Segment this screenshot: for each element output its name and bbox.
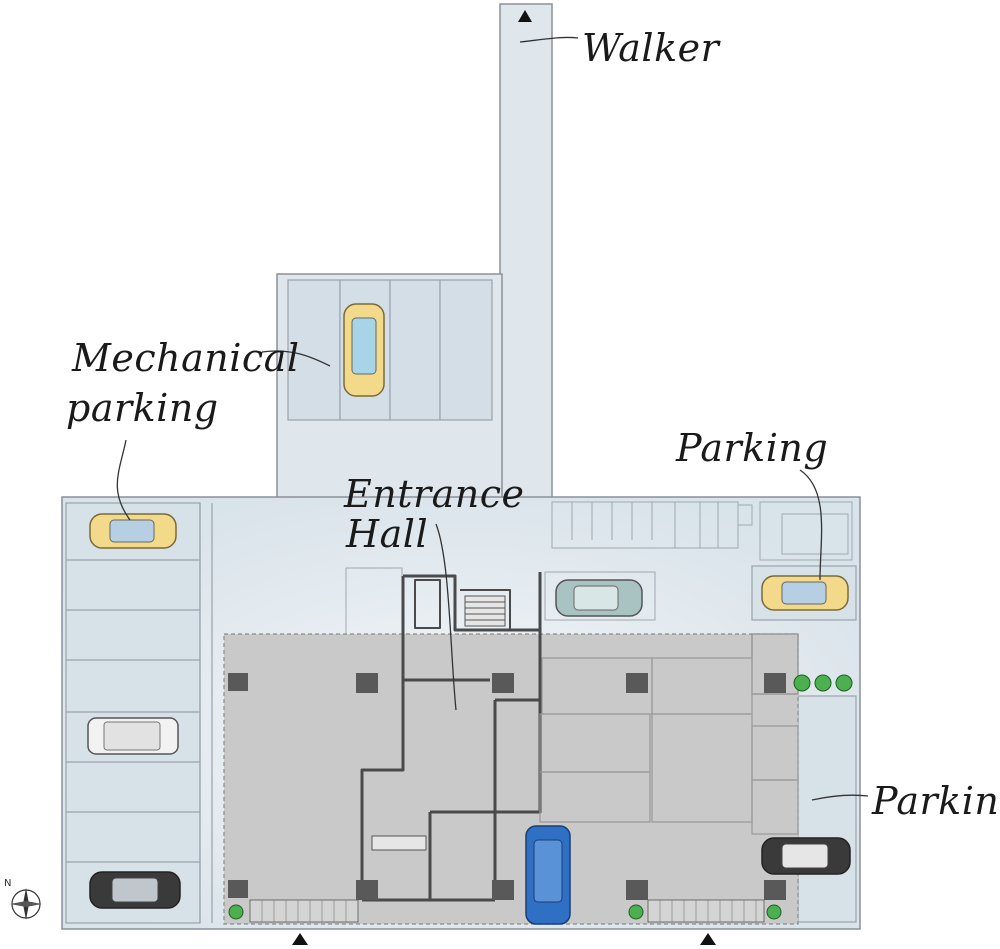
label-parking-top: Parking — [676, 426, 829, 470]
leader-lines — [116, 36, 869, 801]
entrance-arrow-icon — [292, 10, 716, 945]
car-icon — [87, 303, 851, 925]
walker-corridor — [499, 3, 553, 499]
label-walker: Walker — [582, 26, 720, 70]
paving-bands — [249, 899, 765, 923]
compass-letter: N — [4, 878, 11, 889]
compass-icon: N — [4, 878, 42, 920]
label-parking-mechanical: parking — [66, 386, 219, 430]
label-hall: Hall — [346, 512, 429, 556]
columns — [228, 673, 786, 900]
label-entrance: Entrance — [344, 472, 525, 516]
left-parking-strip — [65, 502, 213, 924]
stairs — [371, 595, 506, 851]
mechanical-parking-bays — [287, 279, 493, 421]
interior-partitions — [539, 657, 799, 835]
tree-icon — [228, 674, 853, 920]
label-mechanical: Mechanical — [72, 336, 300, 380]
label-parking-bottom: Parking — [872, 779, 1000, 823]
